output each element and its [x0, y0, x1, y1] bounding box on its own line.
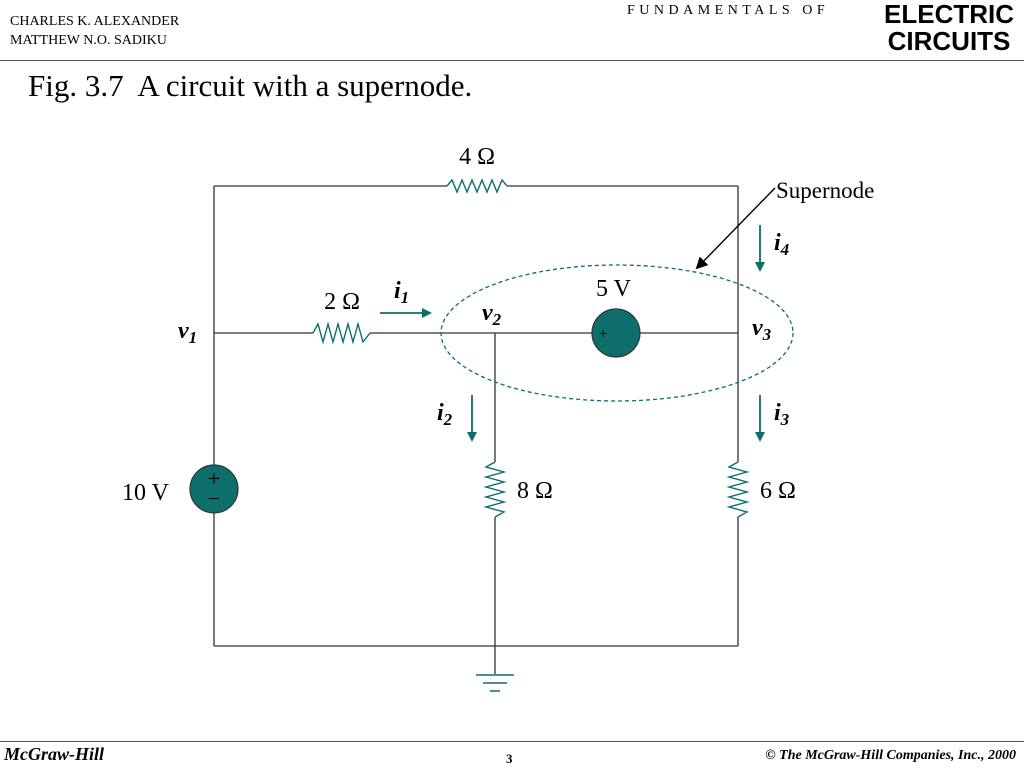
series-title: FUNDAMENTALS OF: [627, 3, 830, 18]
node-v1-label: v1: [178, 318, 197, 347]
resistor-6-ohm-label: 6 Ω: [760, 478, 796, 504]
voltage-source-10v-label: 10 V: [122, 480, 170, 506]
header-divider: [0, 60, 1024, 61]
resistor-4-ohm-label: 4 Ω: [459, 144, 495, 170]
page-number: 3: [506, 751, 513, 766]
voltage-source-10v-minus: −: [208, 486, 220, 511]
resistor-2-ohm: [312, 321, 371, 345]
current-i1-label: i1: [394, 278, 409, 307]
ground-icon: [476, 674, 514, 692]
publisher-name: McGraw-Hill: [4, 744, 105, 764]
voltage-source-5v-body: [591, 308, 641, 358]
book-title-line-1: ELECTRIC: [884, 0, 1014, 29]
supernode-pointer-arrow: [695, 187, 776, 270]
current-i2-label: i2: [437, 400, 453, 429]
current-i3-label: i3: [774, 400, 790, 429]
book-title: ELECTRIC CIRCUITS: [884, 1, 1014, 55]
resistor-2-ohm-label: 2 Ω: [324, 289, 360, 315]
authors: CHARLES K. ALEXANDER MATTHEW N.O. SADIKU: [10, 12, 179, 50]
wires: [213, 185, 739, 674]
voltage-source-10v: + −: [189, 464, 239, 514]
resistor-4-ohm: [446, 178, 508, 194]
author-2: MATTHEW N.O. SADIKU: [10, 33, 167, 48]
book-title-line-2: CIRCUITS: [887, 26, 1011, 56]
resistor-8-ohm: [483, 461, 507, 518]
figure-caption: Fig. 3.7 A circuit with a supernode.: [28, 68, 473, 103]
footer-divider: [0, 741, 1024, 742]
voltage-source-5v-plus: +: [598, 326, 607, 343]
supernode-label: Supernode: [776, 178, 874, 203]
author-1: CHARLES K. ALEXANDER: [10, 14, 180, 29]
supernode-boundary: [440, 264, 794, 402]
copyright-notice: © The McGraw-Hill Companies, Inc., 2000: [765, 748, 1016, 763]
resistor-6-ohm: [726, 461, 750, 518]
node-v2-label: v2: [482, 300, 502, 329]
voltage-source-5v-label: 5 V: [596, 276, 632, 302]
resistor-8-ohm-label: 8 Ω: [517, 478, 553, 504]
current-i4-label: i4: [774, 230, 789, 259]
voltage-source-10v-body: [189, 464, 239, 514]
node-v3-label: v3: [752, 315, 772, 344]
voltage-source-10v-plus: +: [208, 466, 220, 491]
voltage-source-5v: +: [591, 308, 641, 358]
